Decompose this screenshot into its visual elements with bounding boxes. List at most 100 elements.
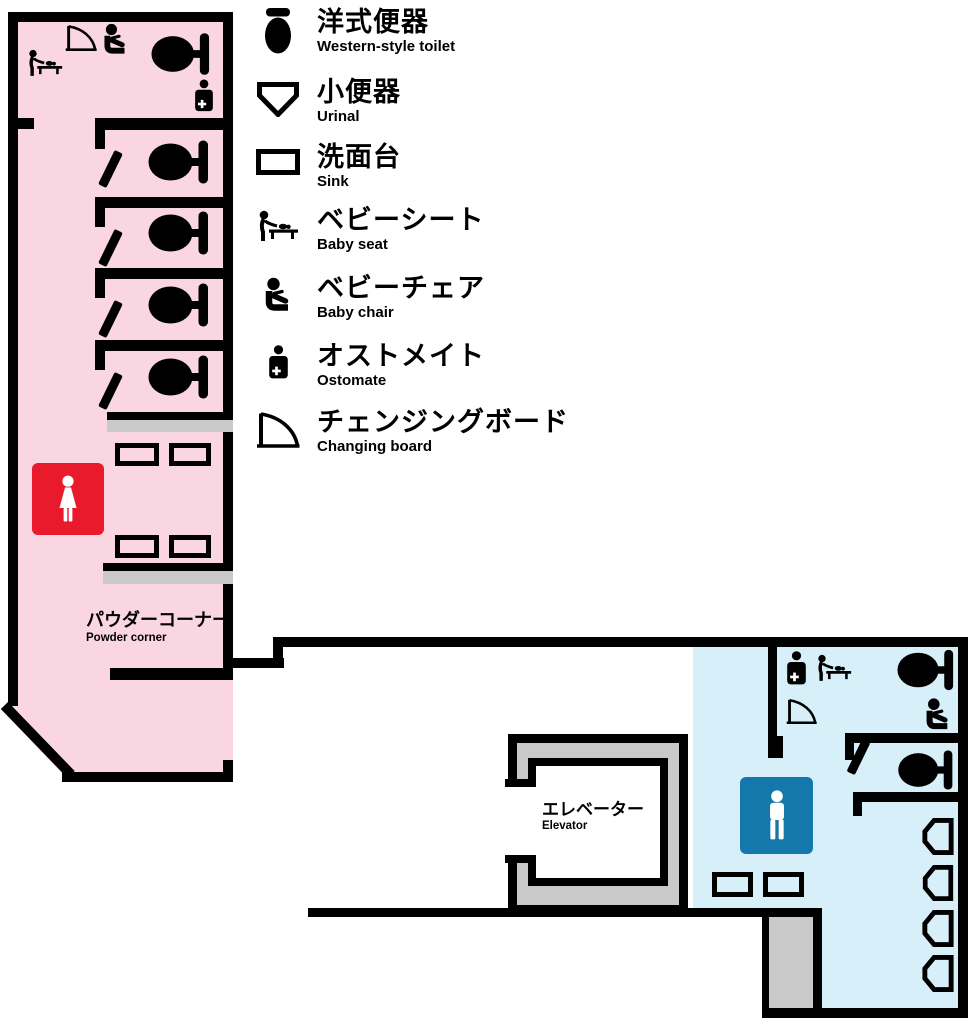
male-icon xyxy=(763,790,791,842)
counter xyxy=(103,571,233,584)
legend-jp-label: 小便器 xyxy=(317,77,401,107)
mens-restroom-sign xyxy=(740,777,813,854)
legend-text: 小便器 Urinal xyxy=(317,77,401,125)
wall-segment xyxy=(958,637,968,1018)
legend-text: 洗面台 Sink xyxy=(317,142,401,190)
stall-wall xyxy=(95,197,233,208)
sink xyxy=(115,443,159,466)
legend-jp-label: チェンジングボード xyxy=(317,407,569,437)
stall-wall xyxy=(95,268,233,279)
wall-segment xyxy=(505,855,536,863)
wall-segment xyxy=(505,779,536,787)
stall-door-jamb xyxy=(95,279,105,298)
wall-segment xyxy=(228,658,284,668)
female-icon xyxy=(55,475,81,523)
western-toilet-icon xyxy=(148,211,210,255)
legend-en-label: Baby seat xyxy=(317,235,388,253)
wall-segment xyxy=(273,637,283,668)
legend-en-label: Western-style toilet xyxy=(317,37,456,55)
stall-door-jamb xyxy=(95,351,105,370)
stall-wall xyxy=(95,118,233,130)
powder-corner-en: Powder corner xyxy=(86,631,167,644)
legend-jp-label: ベビーシート xyxy=(317,205,485,235)
western-toilet-icon xyxy=(148,283,210,327)
sink xyxy=(169,535,211,558)
legend-row-urinal: 小便器 Urinal xyxy=(253,77,401,125)
legend-row-baby-seat: ベビーシート Baby seat xyxy=(253,205,485,253)
legend-en-label: Urinal xyxy=(317,107,360,125)
elevator-en: Elevator xyxy=(542,820,588,833)
legend-jp-label: 洗面台 xyxy=(317,142,401,172)
sink-icon xyxy=(253,143,303,175)
wall-segment xyxy=(762,1008,968,1018)
baby-chair-icon xyxy=(253,274,303,311)
baby-seat-icon xyxy=(253,206,303,242)
legend-en-label: Sink xyxy=(317,172,349,190)
western-toilet-icon xyxy=(151,31,211,77)
legend-row-sink: 洗面台 Sink xyxy=(253,142,401,190)
counter-wall xyxy=(103,563,233,571)
ostomate-icon xyxy=(253,342,303,379)
legend-jp-label: 洋式便器 xyxy=(317,7,429,37)
legend-row-western-toilet: 洋式便器 Western-style toilet xyxy=(253,7,456,55)
urinal-icon xyxy=(253,78,303,117)
legend-row-ostomate: オストメイト Ostomate xyxy=(253,341,485,389)
stall-wall xyxy=(95,340,233,351)
western-toilet-icon xyxy=(253,8,303,54)
powder-corner-jp: パウダーコーナー xyxy=(86,610,230,630)
western-toilet-icon xyxy=(897,649,955,691)
legend-jp-label: ベビーチェア xyxy=(317,273,485,303)
powder-corner-label: パウダーコーナー Powder corner xyxy=(86,610,230,645)
legend-text: ベビーチェア Baby chair xyxy=(317,273,485,321)
counter-wall xyxy=(107,412,233,420)
elevator-door-opening xyxy=(503,787,536,855)
stall-door-jamb xyxy=(768,736,783,758)
wall-segment xyxy=(223,760,233,782)
wall-segment xyxy=(110,668,233,680)
baby-seat-icon xyxy=(27,49,63,77)
sink xyxy=(115,535,159,558)
changing-board-icon xyxy=(65,23,97,53)
urinal-icon xyxy=(922,818,954,855)
western-toilet-icon xyxy=(897,750,955,790)
changing-board-icon xyxy=(786,696,817,727)
urinal-icon xyxy=(922,955,954,992)
legend-jp-label: オストメイト xyxy=(317,341,485,371)
sink xyxy=(712,872,753,897)
urinal-icon xyxy=(922,910,954,947)
partition-wall xyxy=(762,917,822,1008)
womens-restroom-sign xyxy=(32,463,104,535)
stall-door-jamb xyxy=(845,743,854,760)
legend-text: ベビーシート Baby seat xyxy=(317,205,485,253)
changing-board-icon xyxy=(253,408,303,448)
western-toilet-icon xyxy=(148,355,210,399)
wall-segment xyxy=(62,772,233,782)
legend-text: オストメイト Ostomate xyxy=(317,341,485,389)
wall-segment xyxy=(18,118,34,129)
elevator-label: エレベーター Elevator xyxy=(542,800,644,834)
counter xyxy=(107,420,233,432)
baby-chair-icon xyxy=(102,23,129,54)
wall-segment xyxy=(8,12,233,22)
stall-wall xyxy=(853,792,958,802)
wall-segment xyxy=(273,637,958,647)
stall-door-jamb xyxy=(95,130,105,149)
elevator-jp: エレベーター xyxy=(542,800,644,819)
sink xyxy=(169,443,211,466)
legend-text: チェンジングボード Changing board xyxy=(317,407,569,455)
legend-en-label: Ostomate xyxy=(317,371,387,389)
wall-segment xyxy=(8,12,18,706)
urinal-icon xyxy=(922,865,954,901)
sink xyxy=(763,872,804,897)
stall-door-jamb xyxy=(853,802,862,816)
legend-en-label: Changing board xyxy=(317,437,432,455)
legend-en-label: Baby chair xyxy=(317,303,394,321)
legend-row-changing-board: チェンジングボード Changing board xyxy=(253,407,569,455)
womens-room-floor xyxy=(8,12,233,782)
ostomate-icon xyxy=(194,79,214,112)
baby-seat-icon xyxy=(816,653,852,683)
wall-segment xyxy=(768,647,777,736)
baby-chair-icon xyxy=(924,697,952,730)
legend-row-baby-chair: ベビーチェア Baby chair xyxy=(253,273,485,321)
